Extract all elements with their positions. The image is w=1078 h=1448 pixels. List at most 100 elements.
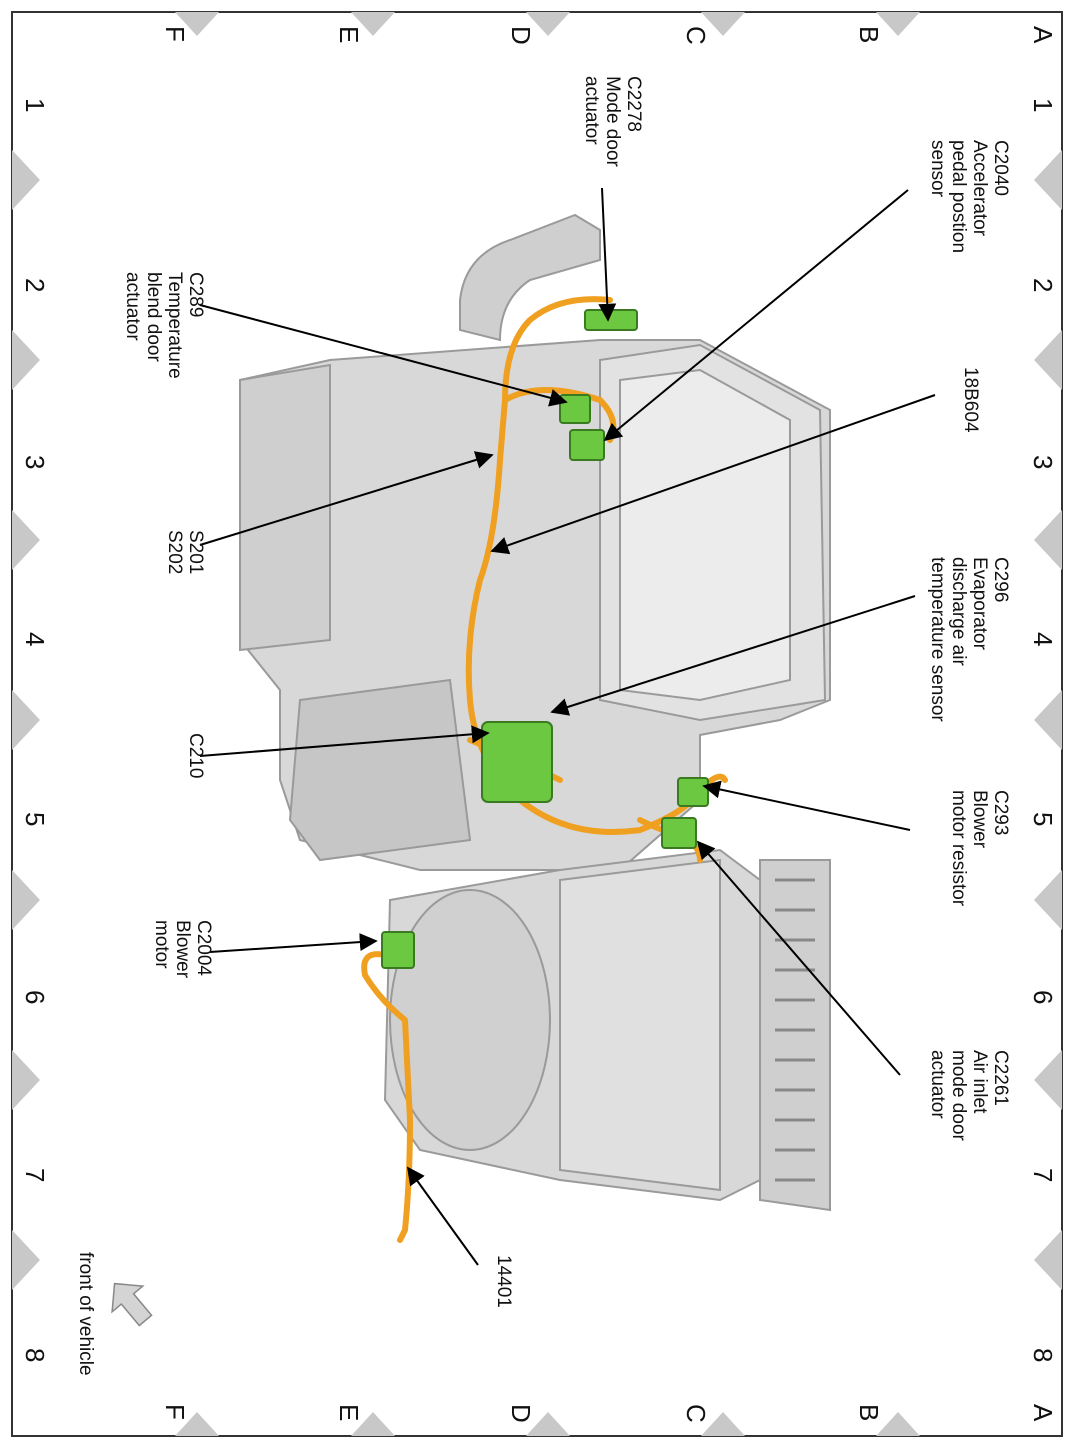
- grid-marker: [876, 1412, 920, 1436]
- grid-row-label-bottom: C: [681, 1404, 711, 1423]
- grid-row-label-bottom: A: [1028, 1404, 1058, 1422]
- grid-labels: A A B B C C D D E E F F 1 1 2 2 3 3 4 4 5 5 6 6 7 7 8 8: [20, 26, 1058, 1423]
- callout-c2004-line: motor: [151, 920, 172, 969]
- callout-c2261-line: mode door: [948, 1050, 969, 1142]
- connector-c2004: [381, 931, 415, 969]
- callout-c2278-line: Mode door: [602, 76, 623, 168]
- front-arrow-icon: [111, 1282, 153, 1327]
- grid-marker: [12, 1050, 40, 1110]
- grid-col-label-right: 3: [1028, 455, 1058, 469]
- callout-c2261-line: actuator: [927, 1050, 948, 1119]
- callout-s201-line: S201: [185, 530, 206, 574]
- connector-c210: [481, 721, 553, 803]
- grid-marker: [175, 1412, 219, 1436]
- callout-s201-line: S202: [164, 530, 185, 574]
- grid-marker: [701, 1412, 745, 1436]
- grid-col-label-right: 1: [1028, 98, 1058, 112]
- grid-col-label-right: 2: [1028, 278, 1058, 292]
- callout-c289-line: blend door: [143, 272, 164, 362]
- grid-marker: [526, 12, 570, 36]
- callout-c293-line: motor resistor: [948, 790, 969, 907]
- grid-col-label-left: 7: [20, 1168, 50, 1182]
- grid-marker: [701, 12, 745, 36]
- front-of-vehicle-indicator: front of vehicle: [75, 1252, 153, 1376]
- grid-marker: [876, 12, 920, 36]
- grid-col-label-left: 3: [20, 455, 50, 469]
- grid-marker: [526, 1412, 570, 1436]
- grid-marker: [12, 150, 40, 210]
- grid-col-label-right: 4: [1028, 632, 1058, 646]
- grid-col-label-left: 5: [20, 812, 50, 826]
- grid-row-label-top: A: [1028, 26, 1058, 44]
- grid-col-label-left: 8: [20, 1348, 50, 1362]
- grid-row-label-top: F: [160, 26, 190, 42]
- callout-c2261-line: C2261: [990, 1050, 1011, 1106]
- callout-c289-line: Temperature: [164, 272, 185, 379]
- callout-c210-line: C210: [185, 733, 206, 778]
- callout-c296-line: discharge air: [948, 557, 969, 666]
- grid-marker: [1034, 690, 1062, 750]
- callout-c2278-line: C2278: [623, 76, 644, 132]
- grid-marker: [1034, 150, 1062, 210]
- callout-c296-line: temperature sensor: [927, 557, 948, 722]
- grid-marker: [351, 12, 395, 36]
- blower-housing: [383, 848, 831, 1212]
- callout-c2040-line: Accelerator: [969, 140, 990, 237]
- grid-row-label-top: C: [681, 26, 711, 45]
- callout-c293-line: C293: [990, 790, 1011, 835]
- grid-marker: [12, 510, 40, 570]
- front-of-vehicle-label: front of vehicle: [75, 1252, 96, 1376]
- callout-c289-line: C289: [185, 272, 206, 317]
- grid-col-label-left: 6: [20, 990, 50, 1004]
- callout-c2040-line: pedal postion: [948, 140, 969, 253]
- callout-c2278-line: actuator: [581, 76, 602, 145]
- grid-row-label-bottom: B: [854, 1404, 884, 1421]
- callout-14401-line: 14401: [493, 1255, 514, 1308]
- callout-c296-line: Evaporator: [969, 557, 990, 651]
- grid-col-label-left: 1: [20, 98, 50, 112]
- callout-c2040-line: C2040: [990, 140, 1011, 196]
- grid-col-label-right: 5: [1028, 812, 1058, 826]
- grid-row-label-top: B: [854, 26, 884, 43]
- connector-c289: [559, 394, 591, 424]
- connector-c2278: [584, 309, 638, 331]
- duct-pipe: [459, 213, 601, 342]
- grid-marker: [12, 1230, 40, 1290]
- callout-c2004-line: Blower: [172, 920, 193, 979]
- hvac-housing: [239, 339, 831, 871]
- grid-marker: [12, 870, 40, 930]
- callout-c289-line: actuator: [122, 272, 143, 341]
- grid-col-label-right: 6: [1028, 990, 1058, 1004]
- connector-c2261: [661, 817, 697, 849]
- connector-c2040: [569, 429, 605, 461]
- grid-marker: [1034, 1050, 1062, 1110]
- callout-c296-line: C296: [990, 557, 1011, 602]
- grid-marker: [351, 1412, 395, 1436]
- connector-c293: [677, 777, 709, 807]
- grid-marker: [12, 330, 40, 390]
- callout-c293-line: Blower: [969, 790, 990, 849]
- grid-markers: [12, 12, 1062, 1436]
- grid-marker: [175, 12, 219, 36]
- grid-marker: [1034, 330, 1062, 390]
- grid-marker: [1034, 510, 1062, 570]
- grid-row-label-bottom: E: [334, 1404, 364, 1421]
- grid-marker: [1034, 870, 1062, 930]
- callout-c2040-line: sensor: [927, 140, 948, 198]
- grid-col-label-left: 2: [20, 278, 50, 292]
- callout-c2261-line: Air inlet: [969, 1050, 990, 1114]
- grid-row-label-bottom: F: [160, 1404, 190, 1420]
- grid-row-label-bottom: D: [506, 1404, 536, 1423]
- grid-col-label-left: 4: [20, 632, 50, 646]
- grid-marker: [12, 690, 40, 750]
- grid-col-label-right: 8: [1028, 1348, 1058, 1362]
- grid-marker: [1034, 1230, 1062, 1290]
- grid-row-label-top: D: [506, 26, 536, 45]
- callout-c2004-line: C2004: [193, 920, 214, 976]
- leader-lines: [199, 187, 936, 1266]
- grid-col-label-right: 7: [1028, 1168, 1058, 1182]
- grid-row-label-top: E: [334, 26, 364, 43]
- callout-18b604-line: 18B604: [960, 367, 981, 433]
